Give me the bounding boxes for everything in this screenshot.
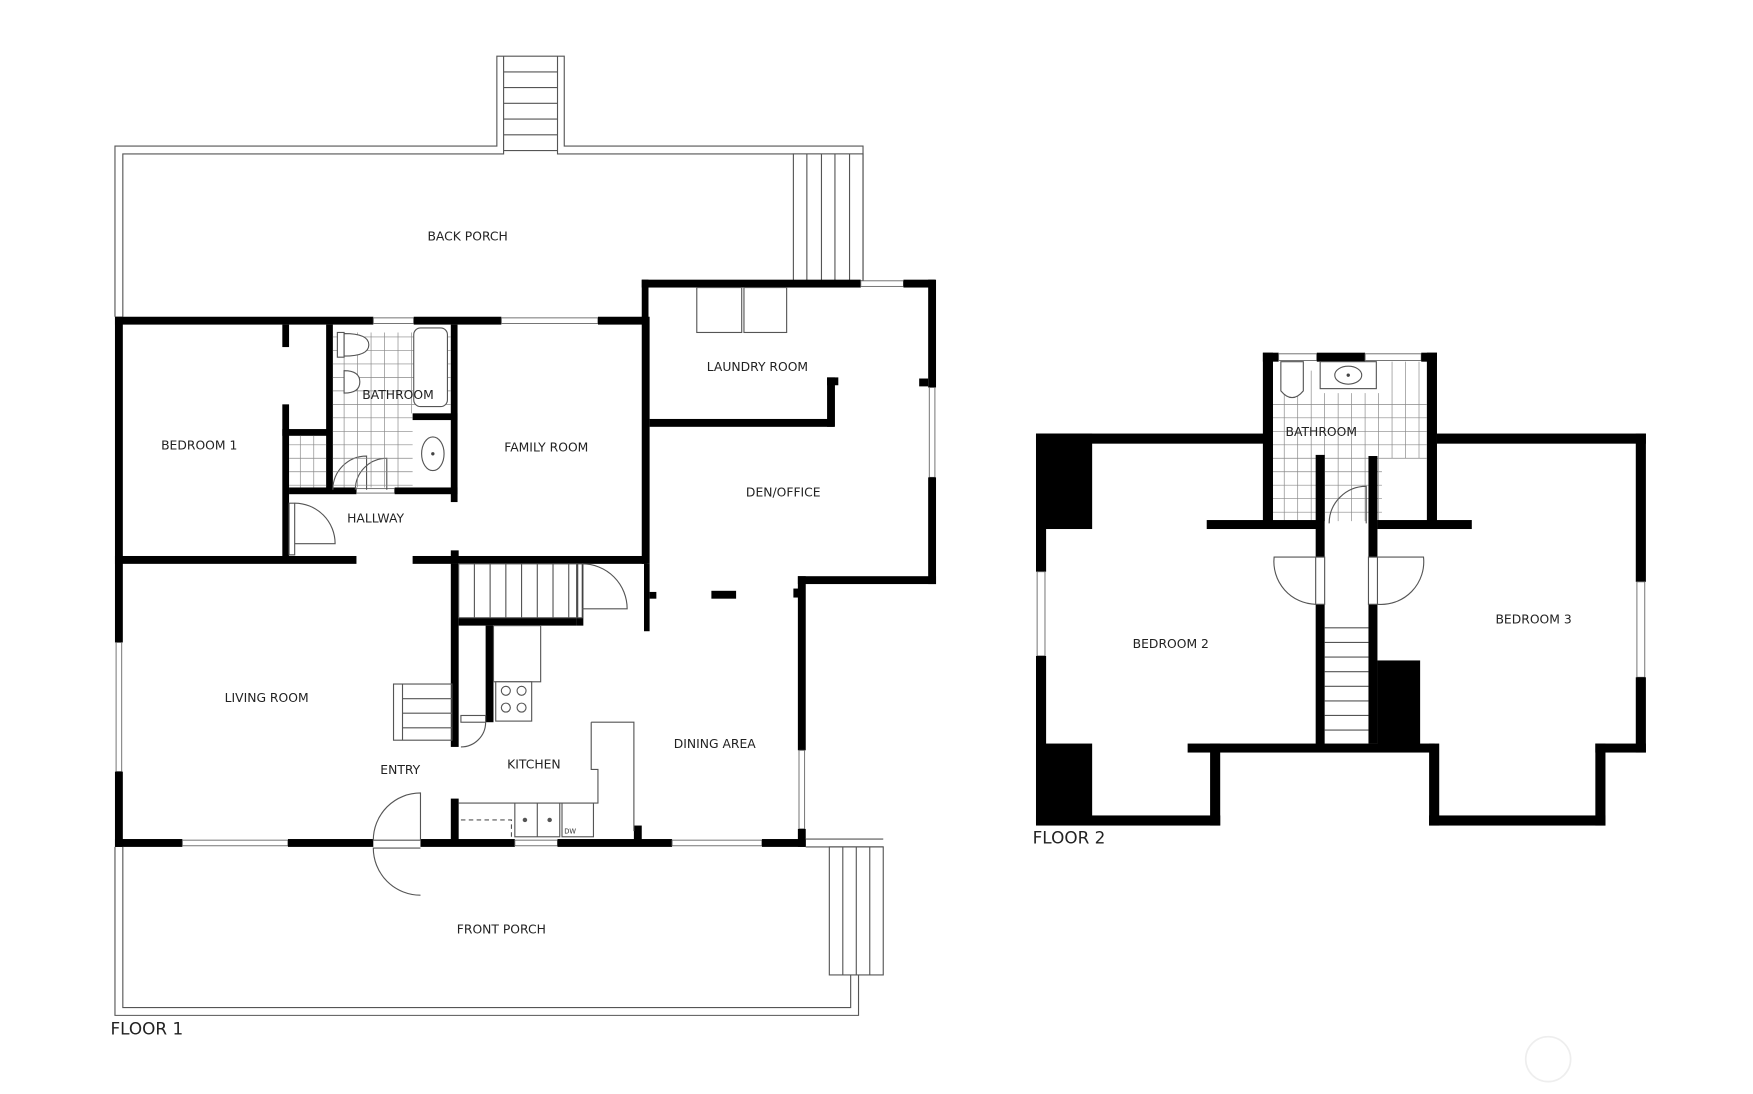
room-label-bedroom-3: BEDROOM 3	[1495, 613, 1571, 627]
room-label-kitchen: KITCHEN	[507, 757, 561, 771]
room-label-laundry-room: LAUNDRY ROOM	[707, 360, 808, 374]
room-label-bedroom-2: BEDROOM 2	[1133, 637, 1209, 651]
front-stairs	[828, 846, 884, 976]
exterior-walls	[114, 279, 937, 847]
floor-1: BACK PORCH	[110, 55, 937, 1038]
room-label-entry: ENTRY	[380, 763, 420, 777]
room-label-hallway: HALLWAY	[347, 511, 404, 525]
room-label-den-office: DEN/OFFICE	[746, 486, 821, 500]
room-label-bathroom-2: BATHROOM	[1286, 425, 1357, 439]
room-label-bathroom-1: BATHROOM	[362, 388, 433, 402]
room-label-family-room: FAMILY ROOM	[504, 441, 588, 455]
interior-stairs-floor-1	[392, 563, 578, 741]
back-porch: BACK PORCH	[114, 55, 864, 317]
floor-2: BATHROOM	[1033, 352, 1646, 848]
floor-1-label: FLOOR 1	[110, 1018, 183, 1038]
front-porch: FRONT PORCH	[114, 838, 884, 1016]
back-stairs	[503, 71, 558, 152]
kitchen-fixtures: DW	[458, 625, 635, 840]
side-stairs	[792, 153, 864, 282]
room-label-front-porch: FRONT PORCH	[457, 923, 546, 937]
room-label-living-room: LIVING ROOM	[225, 691, 309, 705]
dishwasher-label: DW	[564, 827, 576, 835]
bathroom-1-fixtures: BATHROOM	[289, 327, 451, 488]
floor-2-label: FLOOR 2	[1033, 828, 1106, 848]
watermark-icon	[1524, 1035, 1572, 1083]
floor-2-walls	[1035, 433, 1646, 826]
interior-stairs-floor-2	[1324, 627, 1369, 731]
room-label-dining-area: DINING AREA	[674, 737, 757, 751]
doors-floor-2	[1273, 556, 1425, 605]
room-label-bedroom-1: BEDROOM 1	[161, 438, 237, 452]
washer-dryer	[696, 286, 788, 334]
room-label-back-porch: BACK PORCH	[427, 229, 507, 243]
